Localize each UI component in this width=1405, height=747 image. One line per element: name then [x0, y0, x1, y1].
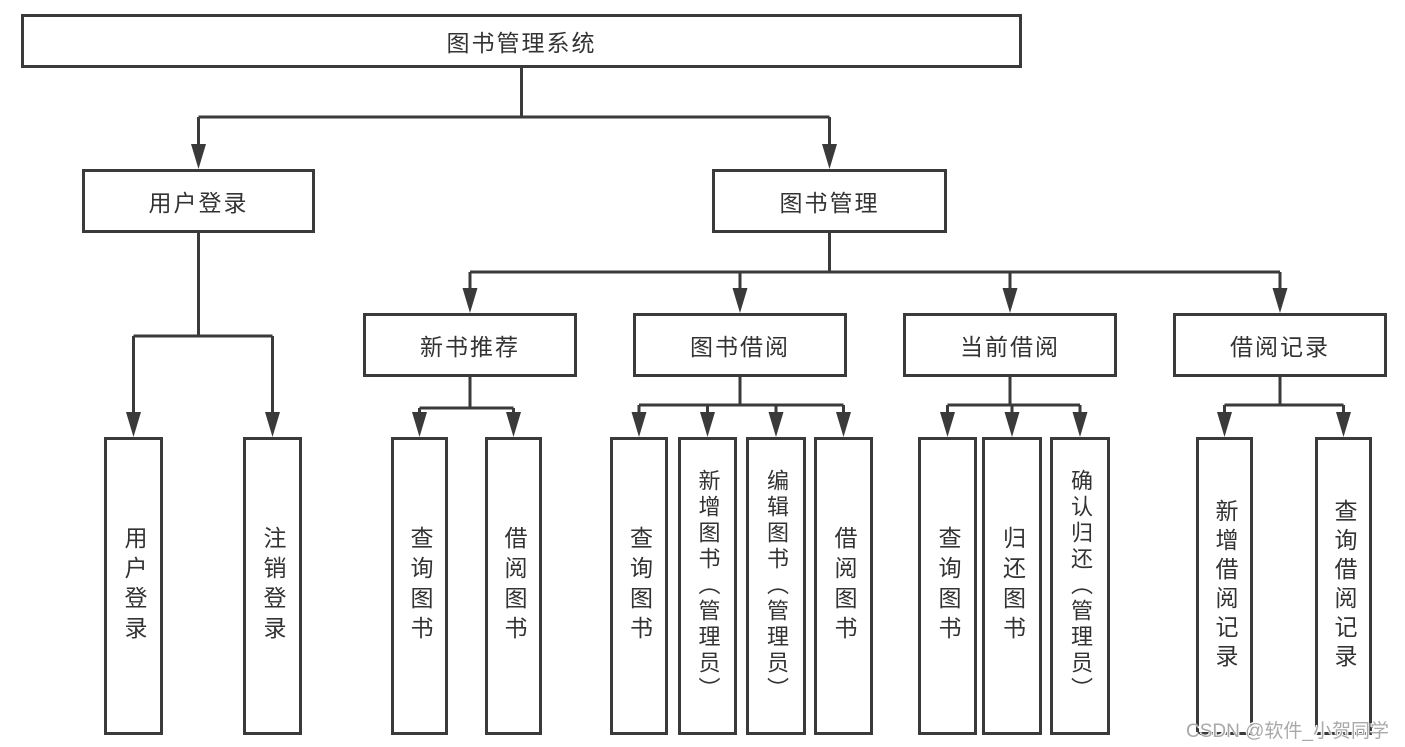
leaf-label: 新增借阅记录: [1212, 499, 1238, 673]
leaf-query-books-current: 查询图书: [918, 437, 977, 735]
leaf-label: 注销登录: [260, 526, 286, 646]
node-label: 图书借阅: [690, 334, 790, 360]
node-label: 用户登录: [148, 190, 249, 216]
leaf-user-login: 用户登录: [104, 437, 163, 735]
arrowheads: [126, 144, 1351, 437]
leaf-logout-login: 注销登录: [243, 437, 302, 735]
node-library-management-system: 图书管理系统: [21, 14, 1022, 68]
leaf-add-books-admin: 新增图书（管理员）: [678, 437, 737, 735]
leaf-query-books-recommend: 查询图书: [391, 437, 448, 735]
leaf-label: 查询图书: [407, 526, 433, 646]
node-user-login: 用户登录: [82, 169, 315, 233]
node-current-borrowing: 当前借阅: [903, 313, 1117, 377]
node-label: 借阅记录: [1230, 334, 1330, 360]
leaf-edit-books-admin: 编辑图书（管理员）: [746, 437, 806, 735]
node-label: 新书推荐: [420, 334, 520, 360]
leaf-label: 查询图书: [935, 526, 961, 646]
node-label: 图书管理: [779, 190, 880, 216]
node-new-book-recommendation: 新书推荐: [363, 313, 577, 377]
leaf-label: 编辑图书（管理员）: [764, 469, 789, 703]
leaf-label: 借阅图书: [831, 526, 857, 646]
leaf-return-books: 归还图书: [982, 437, 1042, 735]
node-book-management: 图书管理: [712, 169, 947, 233]
leaf-query-books-borrow: 查询图书: [610, 437, 668, 735]
node-label: 当前借阅: [960, 334, 1060, 360]
leaf-label: 查询图书: [626, 526, 653, 646]
csdn-watermark: CSDN @软件_小贺同学: [1186, 721, 1389, 742]
leaf-label: 用户登录: [121, 526, 147, 646]
leaf-borrow-books-recommend: 借阅图书: [485, 437, 542, 735]
leaf-label: 查询借阅记录: [1331, 499, 1357, 673]
leaf-query-borrow-record: 查询借阅记录: [1315, 437, 1372, 735]
leaf-label: 确认归还（管理员）: [1068, 469, 1093, 703]
leaf-label: 借阅图书: [501, 526, 527, 646]
node-label: 图书管理系统: [446, 30, 597, 56]
node-borrowing-records: 借阅记录: [1173, 313, 1387, 377]
node-book-borrowing: 图书借阅: [633, 313, 847, 377]
leaf-label: 新增图书（管理员）: [695, 469, 721, 703]
leaf-borrow-books: 借阅图书: [814, 437, 873, 735]
leaf-label: 归还图书: [999, 526, 1026, 646]
leaf-add-borrow-record: 新增借阅记录: [1196, 437, 1253, 735]
leaf-confirm-return-admin: 确认归还（管理员）: [1050, 437, 1110, 735]
